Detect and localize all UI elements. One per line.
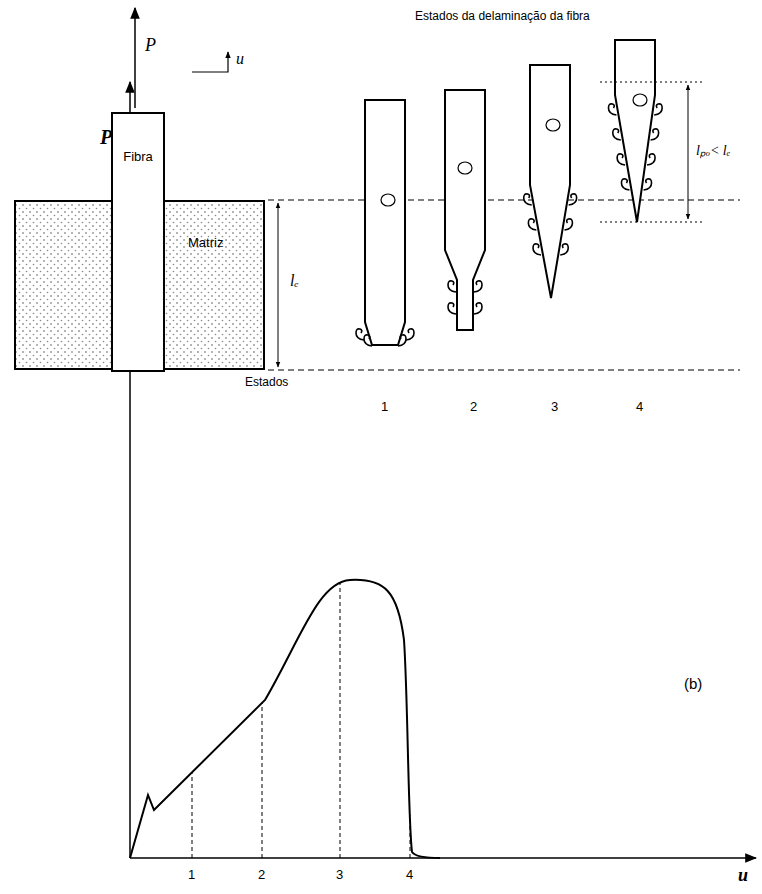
debris-curl <box>364 335 372 346</box>
axis-label: P <box>100 126 112 148</box>
reference-line <box>600 222 705 223</box>
state-number: 3 <box>551 400 558 414</box>
load-arrow <box>134 8 136 108</box>
displacement-symbol: u <box>236 50 244 68</box>
debris-curl <box>356 329 364 340</box>
load-symbol: P <box>145 36 156 56</box>
debris-curl <box>613 129 621 140</box>
state-number: 3 <box>336 868 343 882</box>
node-label: Matriz <box>188 236 223 250</box>
panel-label: (b) <box>684 676 702 693</box>
state-number: 4 <box>406 868 413 882</box>
marker-dot <box>381 194 395 206</box>
state-number: 2 <box>258 868 265 882</box>
states-label: Estados <box>245 376 288 389</box>
state-number: 4 <box>636 400 643 414</box>
fiber-state <box>445 90 485 330</box>
displacement-arrow <box>192 52 228 72</box>
marker-dot <box>458 162 472 174</box>
debris-curl <box>474 281 482 292</box>
debris-curl <box>560 244 568 255</box>
debris-curl <box>524 194 532 205</box>
debris-curl <box>651 129 659 140</box>
state-number: 1 <box>381 400 388 414</box>
matrix-box: MatrizFibra <box>14 200 265 370</box>
load-curve <box>130 580 440 858</box>
debris-curl <box>654 104 662 115</box>
debris-curl <box>644 179 652 190</box>
debris-curls <box>356 104 662 346</box>
state-line <box>340 582 341 858</box>
axis <box>130 857 756 859</box>
debris-curl <box>533 244 541 255</box>
reference-line <box>268 370 740 371</box>
dimension-line <box>688 85 689 219</box>
debris-curl <box>608 104 616 115</box>
axis-label: u <box>738 866 748 886</box>
debris-curl <box>617 154 625 165</box>
figure-heading: Estados da delaminação da fibra <box>415 10 590 23</box>
debris-curl <box>448 303 456 314</box>
marker-dot <box>633 94 647 106</box>
debris-curl <box>406 329 414 340</box>
embedded-length: lₑ <box>290 272 299 290</box>
fiber-state <box>530 65 570 298</box>
debris-curl <box>647 154 655 165</box>
state-number: 1 <box>188 868 195 882</box>
marker-dot <box>546 119 560 131</box>
state-line <box>410 815 411 858</box>
debris-curl <box>398 335 406 346</box>
debris-curl <box>569 194 577 205</box>
fiber-state <box>615 40 655 222</box>
debris-curl <box>564 219 572 230</box>
debris-curl <box>621 179 629 190</box>
debris-curl <box>448 281 456 292</box>
node-label: Fibra <box>113 150 163 164</box>
debris-curl <box>474 303 482 314</box>
dimension-line <box>278 203 279 367</box>
reference-line <box>600 82 705 83</box>
state-line <box>262 703 263 858</box>
reference-line <box>268 200 740 201</box>
state-line <box>192 772 193 858</box>
state-number: 2 <box>470 400 477 414</box>
fiber-state <box>365 100 405 345</box>
fiber-box: Fibra <box>111 112 165 372</box>
debris-curl <box>528 219 536 230</box>
pullout-length: lₚₒ< lₑ <box>696 143 730 158</box>
